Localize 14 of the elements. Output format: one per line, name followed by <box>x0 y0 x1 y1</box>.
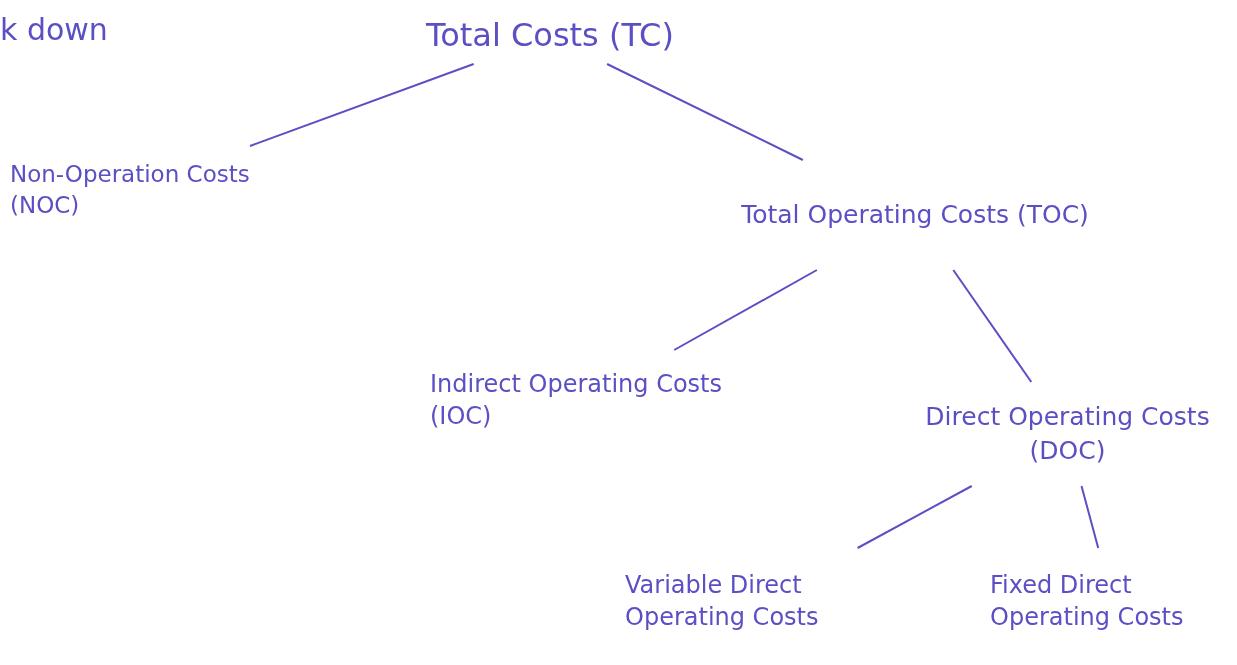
connector-line <box>1080 485 1100 549</box>
node-label: Total Operating Costs (TOC) <box>741 199 1089 232</box>
node-label: Total Costs (TC) <box>426 15 674 57</box>
node-label: Indirect Operating Costs (IOC) <box>430 368 723 432</box>
connector-line <box>673 269 818 351</box>
connector-line <box>249 63 475 147</box>
node-label: Direct Operating Costs (DOC) <box>924 401 1211 467</box>
node-label: Fixed Direct Operating Costs <box>990 569 1185 633</box>
node-label: Variable Direct Operating Costs <box>625 569 820 633</box>
connector-line <box>606 63 804 161</box>
heading-fragment: k down <box>0 12 108 47</box>
node-label: Non-Operation Costs (NOC) <box>10 159 250 220</box>
connector-line <box>952 269 1033 383</box>
connector-line <box>856 485 973 549</box>
